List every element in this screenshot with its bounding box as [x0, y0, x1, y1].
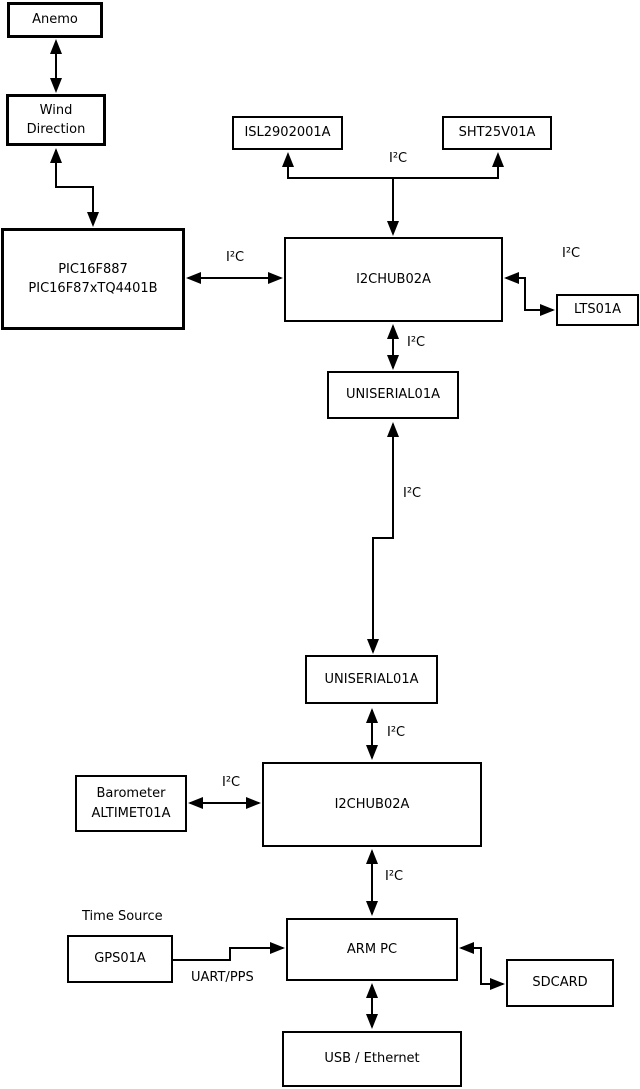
sht25v01a-box: SHT25V01A [442, 116, 552, 150]
time-source-label: Time Source [82, 909, 163, 924]
i2c-hub-2-box: I2CHUB02A [262, 762, 482, 847]
uniserial-1-box: UNISERIAL01A [327, 371, 459, 419]
i2c-label-uniserial2-hub2: I²C [387, 725, 406, 740]
isl2902001a-box: ISL2902001A [232, 116, 343, 150]
uart-pps-label: UART/PPS [191, 970, 254, 985]
connector-anemo-winddirection [50, 39, 62, 93]
usb-ethernet-box: USB / Ethernet [282, 1031, 462, 1087]
connector-hub2-armpc [366, 849, 378, 916]
connector-uniserial2-hub2 [366, 708, 378, 760]
barometer-box: Barometer ALTIMET01A [75, 775, 187, 832]
i2c-label-hub2-armpc: I²C [385, 869, 404, 884]
lts01a-box: LTS01A [556, 294, 639, 326]
arm-pc-box: ARM PC [286, 918, 458, 981]
i2c-label-barometer-hub2: I²C [222, 775, 241, 790]
i2c-label-pic-hub1: I²C [226, 250, 245, 265]
anemo-box: Anemo [7, 2, 103, 38]
i2c-label-hub1-lts: I²C [562, 246, 581, 261]
i2c-label-sensor-split: I²C [389, 151, 408, 166]
i2c-label-hub1-uniserial1: I²C [407, 335, 426, 350]
connector-hub1-uniserial1 [387, 324, 399, 370]
connector-armpc-sdcard [459, 942, 505, 990]
connector-barometer-hub2 [188, 797, 261, 809]
i2c-label-long-link: I²C [403, 486, 422, 501]
connector-pic-hub1 [186, 272, 283, 284]
uniserial-2-box: UNISERIAL01A [305, 655, 438, 704]
connector-hub1-isl-sht [282, 152, 504, 236]
pic-mcu-box: PIC16F887 PIC16F87xTQ4401B [1, 228, 185, 330]
connector-armpc-usb [366, 983, 378, 1029]
gps01a-box: GPS01A [67, 935, 173, 983]
connector-gps-armpc [173, 942, 285, 961]
i2c-hub-1-box: I2CHUB02A [284, 237, 503, 322]
sdcard-box: SDCARD [506, 959, 614, 1007]
wind-direction-box: Wind Direction [6, 94, 106, 146]
connector-hub1-lts [504, 272, 555, 316]
connector-winddirection-pic [50, 148, 99, 227]
connector-uniserial1-uniserial2 [367, 422, 399, 654]
